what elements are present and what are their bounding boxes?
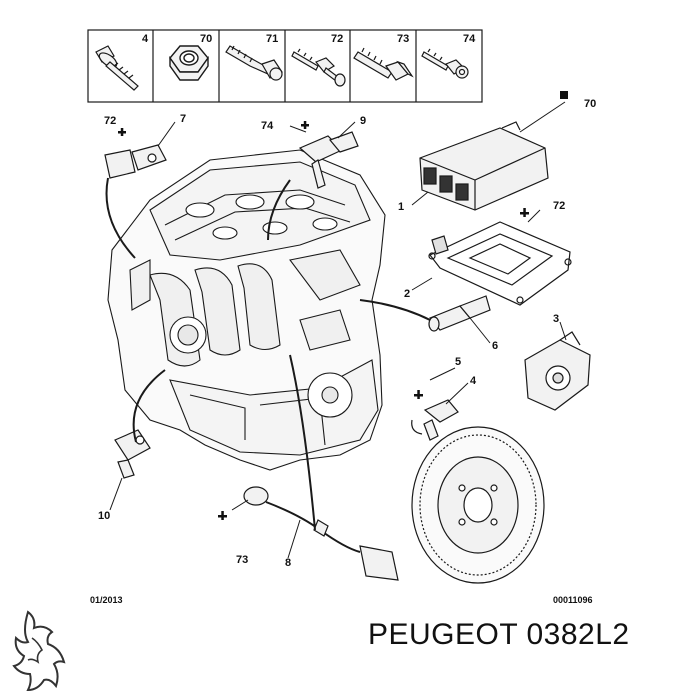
callout-72-top: 72	[104, 115, 116, 127]
diagram-date: 01/2013	[90, 595, 123, 605]
stud-bolt-icon	[291, 48, 346, 87]
fastener-numbers: 4 70 71 72 73 74	[142, 33, 476, 45]
coolant-temperature-sensor	[428, 295, 491, 332]
fastener-number-4: 4	[142, 33, 149, 45]
speed-sensor	[411, 399, 459, 441]
knock-sensor	[114, 429, 151, 479]
callout-4: 4	[470, 375, 477, 387]
oxygen-sensor	[104, 144, 167, 179]
callout-72-bracket: 72	[553, 200, 565, 212]
fastener-legend	[87, 29, 483, 103]
hex-nut-icon	[169, 45, 209, 81]
callout-5: 5	[455, 356, 461, 368]
callout-8: 8	[285, 557, 291, 569]
flywheel	[411, 426, 545, 584]
engine-block	[107, 149, 386, 471]
sensor-bolt-icon	[421, 48, 469, 79]
bolt-flange-icon	[95, 45, 139, 91]
fastener-number-71: 71	[266, 33, 278, 45]
engine-control-unit	[419, 121, 549, 211]
callout-9: 9	[360, 115, 366, 127]
cross-markers	[118, 91, 568, 520]
hex-bolt-icon	[353, 47, 414, 81]
ecu-mounting-bracket	[428, 221, 572, 306]
diagram-reference: 00011096	[553, 595, 593, 605]
callout-3: 3	[553, 313, 559, 325]
callout-10: 10	[98, 510, 110, 522]
callout-74: 74	[261, 120, 274, 132]
fastener-number-73: 73	[397, 33, 409, 45]
fastener-number-72: 72	[331, 33, 343, 45]
camshaft-position-sensor	[298, 131, 359, 189]
callout-70: 70	[584, 98, 596, 110]
fastener-number-74: 74	[463, 33, 476, 45]
brand-part-caption: PEUGEOT 0382L2	[368, 618, 630, 651]
callout-1: 1	[398, 201, 404, 213]
fastener-number-70: 70	[200, 33, 212, 45]
callout-labels: 1 2 3 4 5 6 7 8 9 10 70 72 72 74 73	[98, 98, 596, 569]
leader-lines	[105, 177, 431, 531]
peugeot-lion-logo-icon	[12, 610, 66, 692]
callout-6: 6	[492, 340, 498, 352]
thin-leaders	[109, 101, 567, 559]
callout-73: 73	[236, 554, 248, 566]
throttle-position-sensor	[524, 331, 591, 411]
callout-7: 7	[180, 113, 186, 125]
screw-threaded-icon	[225, 45, 283, 81]
callout-2: 2	[404, 288, 410, 300]
crankshaft-sensor-harness	[243, 486, 399, 581]
